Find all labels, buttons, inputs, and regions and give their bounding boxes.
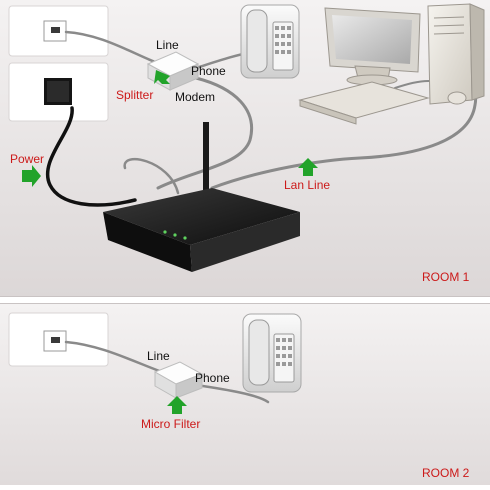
micro-filter-arrow: [167, 396, 187, 414]
room1-title: ROOM 1: [422, 270, 470, 284]
micro-filter-device: [153, 361, 204, 399]
telephone-room2: [242, 313, 302, 393]
micro-filter-label: Micro Filter: [141, 417, 201, 431]
computer-tower: [427, 3, 485, 105]
room2-cables: [64, 340, 270, 404]
splitter-label: Splitter: [116, 88, 154, 102]
computer-mouse: [447, 91, 467, 105]
telephone-room1: [240, 4, 300, 79]
phone-wall-jack-room2: [8, 312, 109, 367]
power-socket: [8, 62, 109, 122]
room2-phone-label: Phone: [195, 371, 230, 385]
room2-title: ROOM 2: [422, 466, 470, 480]
room1-modem-label: Modem: [175, 90, 216, 104]
router-device: [103, 122, 300, 272]
splitter-arrow: [154, 70, 170, 84]
room1-phone-label: Phone: [191, 64, 226, 78]
power-label: Power: [10, 152, 45, 166]
computer-monitor: [324, 7, 421, 86]
lan-line-arrow: [298, 158, 318, 176]
room2-line-label: Line: [147, 349, 170, 363]
lan-line-label: Lan Line: [284, 178, 331, 192]
computer-keyboard: [298, 81, 430, 125]
power-arrow: [22, 165, 41, 187]
room1-line-label: Line: [156, 38, 179, 52]
phone-wall-jack: [8, 5, 109, 57]
